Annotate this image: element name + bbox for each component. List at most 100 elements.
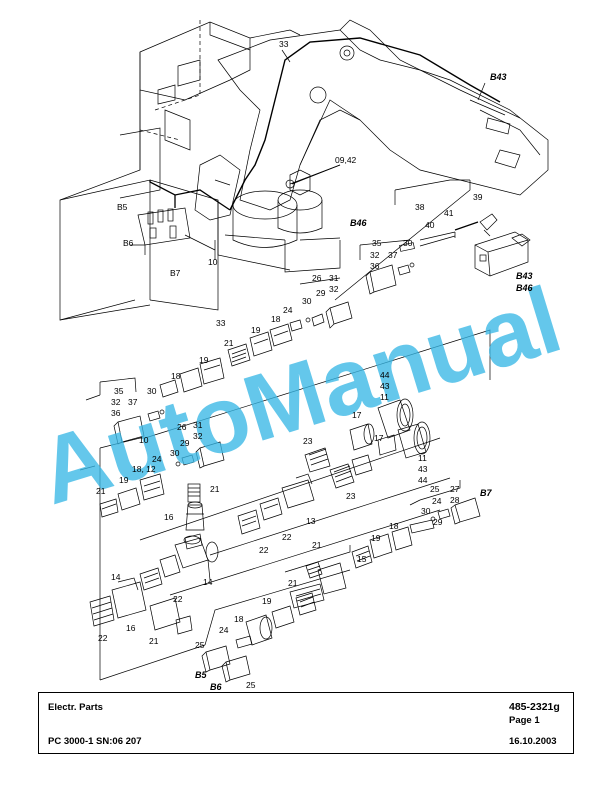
callout-10: 10 [139, 435, 149, 445]
callout-19: 19 [199, 355, 209, 365]
callout-44: 44 [418, 475, 428, 485]
callout-31: 31 [193, 420, 203, 430]
callout-23: 23 [346, 491, 356, 501]
callout-32: 32 [370, 250, 380, 260]
callout-32: 32 [193, 431, 203, 441]
callout-16: 16 [164, 512, 174, 522]
callout-b6: B6 [210, 682, 222, 692]
boom-outline [217, 19, 549, 211]
callout-21: 21 [288, 578, 298, 588]
callout-18: 18 [234, 614, 244, 624]
callout-35: 35 [372, 238, 382, 248]
fitting-22-central [237, 509, 261, 535]
callout-21: 21 [224, 338, 234, 348]
callout-b7: B7 [170, 268, 181, 278]
callout-25: 25 [246, 680, 256, 690]
callout-35: 35 [114, 386, 124, 396]
callout-30: 30 [403, 238, 413, 248]
callout-32: 32 [329, 284, 339, 294]
callout-26: 26 [177, 422, 187, 432]
callout-32: 32 [111, 397, 121, 407]
callout-14: 14 [111, 572, 121, 582]
page-number: Page 1 [509, 715, 540, 726]
callout-13: 13 [306, 516, 316, 526]
callout-24: 24 [219, 625, 229, 635]
callout-09-42: 09,42 [335, 155, 357, 165]
callout-37: 37 [128, 397, 138, 407]
callout-28: 28 [450, 495, 460, 505]
callout-25: 25 [430, 484, 440, 494]
callout-18: 18 [271, 314, 281, 324]
callout-16: 16 [126, 623, 136, 633]
machine-frame-outline [59, 20, 341, 321]
callout-24: 24 [152, 454, 162, 464]
callout-36: 36 [111, 408, 121, 418]
callout-24: 24 [283, 305, 293, 315]
callout-18-12: 18, 12 [132, 464, 156, 474]
callout-43: 43 [380, 381, 390, 391]
callout-24: 24 [432, 496, 442, 506]
callout-b46-right: B46 [516, 283, 534, 293]
title-block: Electr. Parts 485-2321g Page 1 PC 3000-1… [38, 692, 574, 754]
connector-chain-upper [159, 301, 353, 398]
callout-30: 30 [302, 296, 312, 306]
connector-35-right [365, 262, 415, 295]
fitting-17 [349, 423, 397, 456]
callout-33: 33 [216, 318, 226, 328]
callout-11: 11 [418, 453, 427, 463]
callout-29: 29 [316, 288, 326, 298]
socket-11-upper [377, 398, 414, 439]
callout-21: 21 [312, 540, 322, 550]
tee-fitting-15 [289, 561, 347, 609]
callout-37: 37 [388, 250, 398, 260]
fitting-23-upper [304, 447, 331, 473]
callout-30: 30 [170, 448, 180, 458]
callout-19: 19 [251, 325, 261, 335]
callout-19: 19 [119, 475, 129, 485]
callout-38: 38 [415, 202, 425, 212]
callout-21: 21 [149, 636, 159, 646]
callout-b46: B46 [350, 218, 368, 228]
callout-29: 29 [180, 438, 190, 448]
connector-chain-lower [201, 592, 317, 683]
callout-b6: B6 [123, 238, 134, 248]
callout-19: 19 [262, 596, 272, 606]
machine-serial: PC 3000-1 SN:06 207 [48, 736, 142, 747]
callout-11: 11 [380, 392, 389, 402]
part-number: 485-2321g [509, 701, 560, 713]
callout-43: 43 [418, 464, 428, 474]
callout-25: 25 [195, 640, 205, 650]
callout-29: 29 [433, 517, 443, 527]
callout-23: 23 [303, 436, 313, 446]
callout-22: 22 [259, 545, 269, 555]
callout-19: 19 [371, 533, 381, 543]
callout-21: 21 [210, 484, 220, 494]
fitting-13 [259, 473, 315, 521]
callout-b7-right: B7 [480, 488, 492, 498]
callout-labels: 33 09,42 B43 B46 B5 B6 B7 10 38 39 41 40… [96, 39, 534, 692]
callout-41: 41 [444, 208, 454, 218]
sensor-b43-b46 [399, 213, 531, 277]
callout-30: 30 [147, 386, 157, 396]
callout-b43: B43 [490, 72, 507, 82]
callout-33: 33 [279, 39, 289, 49]
tee-fitting-14-upper [159, 533, 219, 581]
callout-22: 22 [98, 633, 108, 643]
callout-b5: B5 [195, 670, 207, 680]
connector-chain-left [99, 473, 165, 518]
callout-27: 27 [450, 484, 460, 494]
fitting-23-lower [329, 454, 373, 489]
fitting-21-vertical [187, 483, 201, 503]
fitting-16-vertical [185, 501, 205, 531]
callout-22: 22 [173, 594, 183, 604]
callout-14: 14 [203, 577, 213, 587]
callout-31: 31 [329, 273, 339, 283]
sensor-cluster-b5-b6-b7 [130, 207, 216, 255]
callout-17: 17 [374, 433, 384, 443]
tee-fitting-14-lower [89, 567, 193, 635]
callout-17: 17 [352, 410, 362, 420]
swivel-joint-outline [194, 154, 323, 248]
socket-11-lower [397, 421, 431, 459]
callout-44: 44 [380, 370, 390, 380]
